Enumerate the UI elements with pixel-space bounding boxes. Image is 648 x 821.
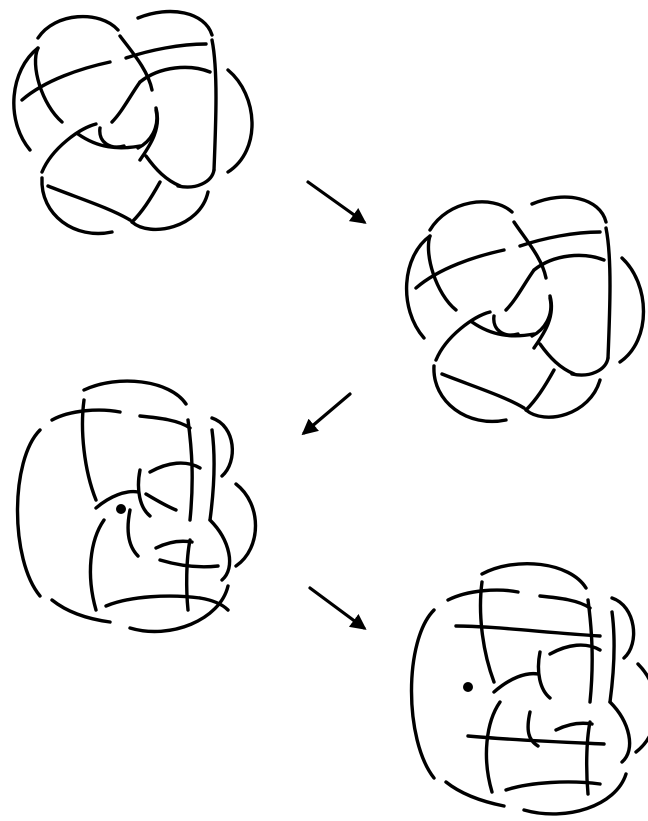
arrow-3-to-4 [310, 588, 364, 628]
knot-diagram-2-strand-7 [428, 236, 456, 310]
knot-diagram-1-strand-10 [140, 108, 157, 160]
knot-diagram-3-strand-9 [83, 400, 97, 500]
knot-diagram-3-strand-15 [96, 492, 138, 508]
knot-diagram-1-strand-3 [228, 70, 252, 172]
knot-diagram-4-strand-6 [412, 610, 435, 778]
knot-diagram-1-strand-22 [138, 110, 157, 148]
knot-diagram-1-strand-2 [138, 12, 212, 35]
knot-diagram-2-strand-13 [526, 370, 554, 410]
arrow-shaft [310, 588, 364, 628]
knot-diagram-1-strand-18 [126, 44, 206, 58]
knot-diagram-2-strand-20 [540, 344, 574, 374]
knot-diagram-4-strand-11 [588, 600, 592, 702]
knot-diagram-2-strand-10 [534, 296, 551, 348]
knot-diagram-3-strand-17 [138, 470, 150, 516]
knot-diagram-2-strand-2 [532, 197, 606, 222]
knot-diagram-4-strand-14 [610, 702, 630, 762]
knot-diagram-1-strand-20 [146, 156, 180, 186]
knot-diagram-1 [14, 12, 252, 234]
knot-diagram-2-strand-18 [520, 232, 600, 246]
knot-diagram-3-strand-11 [188, 420, 192, 520]
knot-diagram-3-strand-8 [140, 416, 190, 428]
knot-diagram-1-strand-9 [120, 36, 152, 90]
knot-diagram-4-strand-9 [481, 582, 495, 682]
arrow-1-to-2 [308, 182, 364, 222]
knot-diagram-2 [407, 197, 644, 421]
arrow-shaft [304, 394, 350, 433]
knot-diagram-3 [18, 381, 256, 631]
knot-diagram-1-strand-12 [178, 170, 214, 187]
knot-diagram-1-strand-7 [35, 48, 62, 122]
knot-diagram-2-strand-22 [532, 298, 551, 336]
knot-diagram-2-strand-9 [514, 222, 546, 278]
knot-diagram-4 [412, 564, 648, 814]
knot-diagram-2-strand-1 [430, 202, 512, 230]
arrow-shaft [308, 182, 364, 222]
knot-diagram-3-strand-5 [52, 600, 110, 622]
knot-diagram-2-strand-11 [606, 228, 610, 358]
knot-diagram-1-strand-15 [112, 82, 140, 122]
knot-diagram-4-strand-4 [524, 774, 626, 814]
knot-diagram-3-strand-18 [146, 494, 176, 510]
knot-diagram-4-strand-5 [446, 782, 504, 806]
knot-diagram-2-strand-21 [442, 374, 524, 408]
knot-diagram-4-strand-8 [540, 596, 590, 608]
knot-diagram-4-strand-3 [636, 664, 648, 752]
marked-point-4 [463, 682, 473, 692]
knot-diagram-2-strand-15 [506, 270, 534, 310]
knot-diagram-1-strand-14 [42, 124, 96, 172]
knot-diagram-2-strand-12 [572, 358, 608, 375]
knot-diagram-3-strand-1 [84, 381, 186, 404]
knot-diagram-1-strand-21 [48, 186, 130, 220]
knot-diagram-3-strand-6 [18, 430, 41, 596]
knot-diagram-3-strand-13 [210, 430, 214, 520]
marked-point-3 [116, 504, 126, 514]
knot-diagram-3-strand-3 [236, 484, 256, 566]
knot-diagram-1-strand-13 [132, 182, 160, 222]
knot-diagram-3-strand-23 [156, 541, 192, 548]
arrow-2-to-3 [304, 394, 350, 433]
knot-diagram-3-strand-12 [187, 540, 190, 610]
knot-diagram-3-strand-10 [90, 520, 104, 610]
knot-diagram-4-strand-17 [538, 652, 550, 698]
knot-diagram-4-strand-13 [610, 612, 614, 702]
knot-diagram-4-strand-18 [456, 626, 600, 636]
knot-diagram-3-strand-19 [128, 510, 138, 556]
knot-diagram-4-strand-7 [448, 590, 518, 600]
knot-diagram-3-strand-7 [52, 410, 120, 420]
knot-diagram-3-strand-14 [210, 520, 230, 580]
knot-diagram-1-strand-1 [38, 17, 118, 38]
knot-diagram-3-strand-4 [130, 586, 228, 632]
knot-diagram-4-strand-10 [486, 702, 500, 792]
knot-diagram-4-strand-15 [494, 674, 538, 692]
knot-diagram-1-strand-11 [212, 40, 216, 170]
knot-diagram-4-strand-1 [482, 564, 586, 588]
knot-diagram-2-strand-3 [620, 258, 644, 362]
knot-diagram-2-strand-14 [436, 312, 490, 360]
knot-diagram-4-strand-22 [556, 723, 592, 730]
